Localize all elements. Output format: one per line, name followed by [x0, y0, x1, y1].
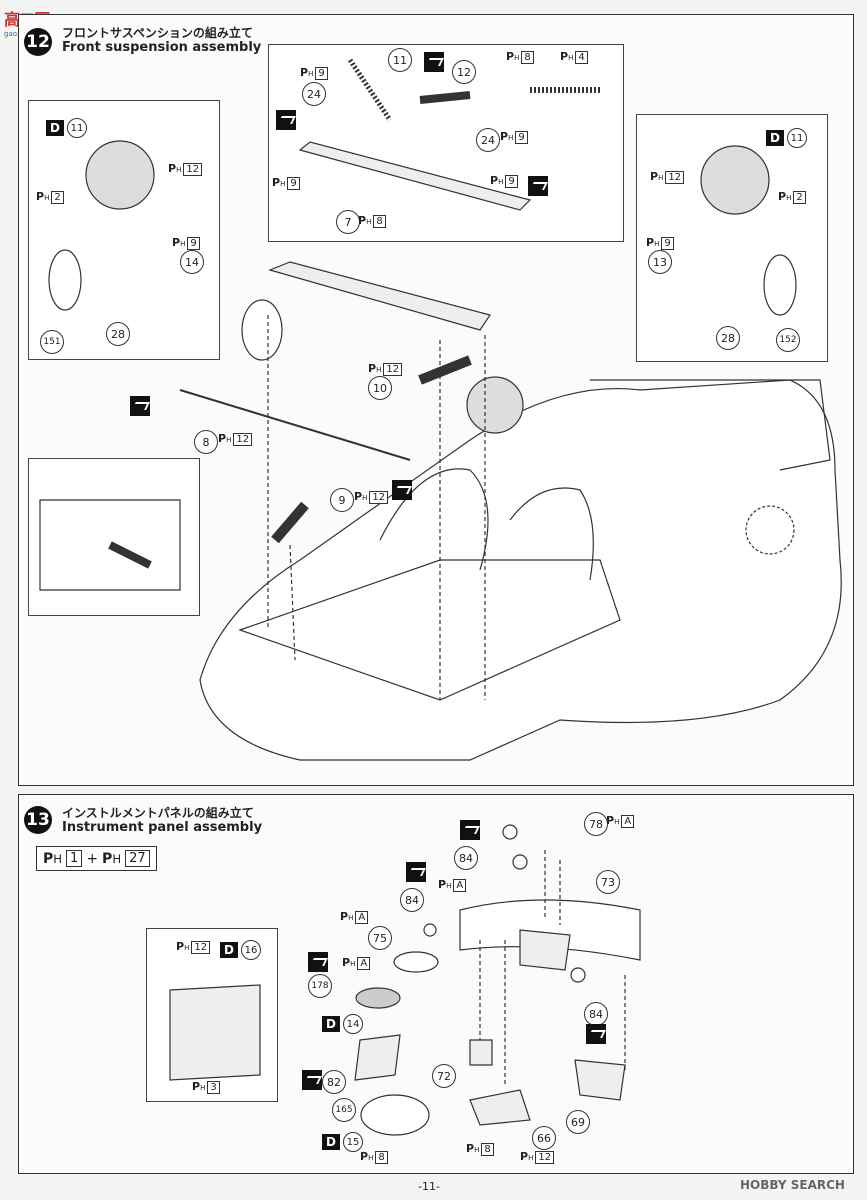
- glue-icon: [130, 396, 150, 416]
- step-13-title-en: Instrument panel assembly: [62, 820, 263, 835]
- glue-icon: [302, 1070, 322, 1090]
- callout-part-82: 82: [322, 1070, 346, 1094]
- mix-code-b: 27: [125, 850, 150, 867]
- callout-part-12: 12: [452, 60, 476, 84]
- glue-icon: [276, 110, 296, 130]
- callout-part-73: 73: [596, 870, 620, 894]
- callout-part-8: 8: [194, 430, 218, 454]
- callout-part-24b: 24: [476, 128, 500, 152]
- callout-part-178: 178: [308, 974, 332, 998]
- callout-part-11: 11: [388, 48, 412, 72]
- callout-part-75: 75: [368, 926, 392, 950]
- callout-part-165: 165: [332, 1098, 356, 1122]
- glue-icon: [586, 1024, 606, 1044]
- glue-icon: [308, 952, 328, 972]
- callout-part-24a: 24: [302, 82, 326, 106]
- glue-icon: [424, 52, 444, 72]
- callout-part-152: 152: [776, 328, 800, 352]
- callout-part-9: 9: [330, 488, 354, 512]
- paint-mix-formula: PH 1 + PH 27: [36, 846, 157, 871]
- left-brake-box: [28, 100, 220, 360]
- watermark: HOBBY SEARCH: [740, 1178, 845, 1192]
- callout-part-78: 78: [584, 812, 608, 836]
- page-number: -11-: [418, 1180, 440, 1193]
- callout-part-66: 66: [532, 1126, 556, 1150]
- mix-plus: +: [86, 850, 99, 867]
- glue-icon: [392, 480, 412, 500]
- callout-part-7: 7: [336, 210, 360, 234]
- mix-code-a: 1: [66, 850, 83, 867]
- step-12-title-jp: フロントサスペンションの組み立て: [62, 26, 253, 40]
- callout-part-84c: 84: [584, 1002, 608, 1026]
- callout-part-84b: 84: [400, 888, 424, 912]
- glue-icon: [460, 820, 480, 840]
- callout-part-151: 151: [40, 330, 64, 354]
- callout-part-28a: 28: [106, 322, 130, 346]
- glue-icon: [406, 862, 426, 882]
- step-13-title-jp: インストルメントパネルの組み立て: [62, 806, 254, 820]
- step-13-number: 13: [24, 806, 52, 834]
- glue-icon: [528, 176, 548, 196]
- callout-part-72: 72: [432, 1064, 456, 1088]
- callout-part-13: 13: [648, 250, 672, 274]
- callout-part-84a: 84: [454, 846, 478, 870]
- step-12-title-en: Front suspension assembly: [62, 40, 262, 55]
- step-12-number: 12: [24, 28, 52, 56]
- mix-p2: PH: [102, 850, 122, 867]
- callout-part-28b: 28: [716, 326, 740, 350]
- callout-part-10: 10: [368, 376, 392, 400]
- callout-part-14: 14: [180, 250, 204, 274]
- callout-part-69: 69: [566, 1110, 590, 1134]
- mix-p1: PH: [43, 850, 63, 867]
